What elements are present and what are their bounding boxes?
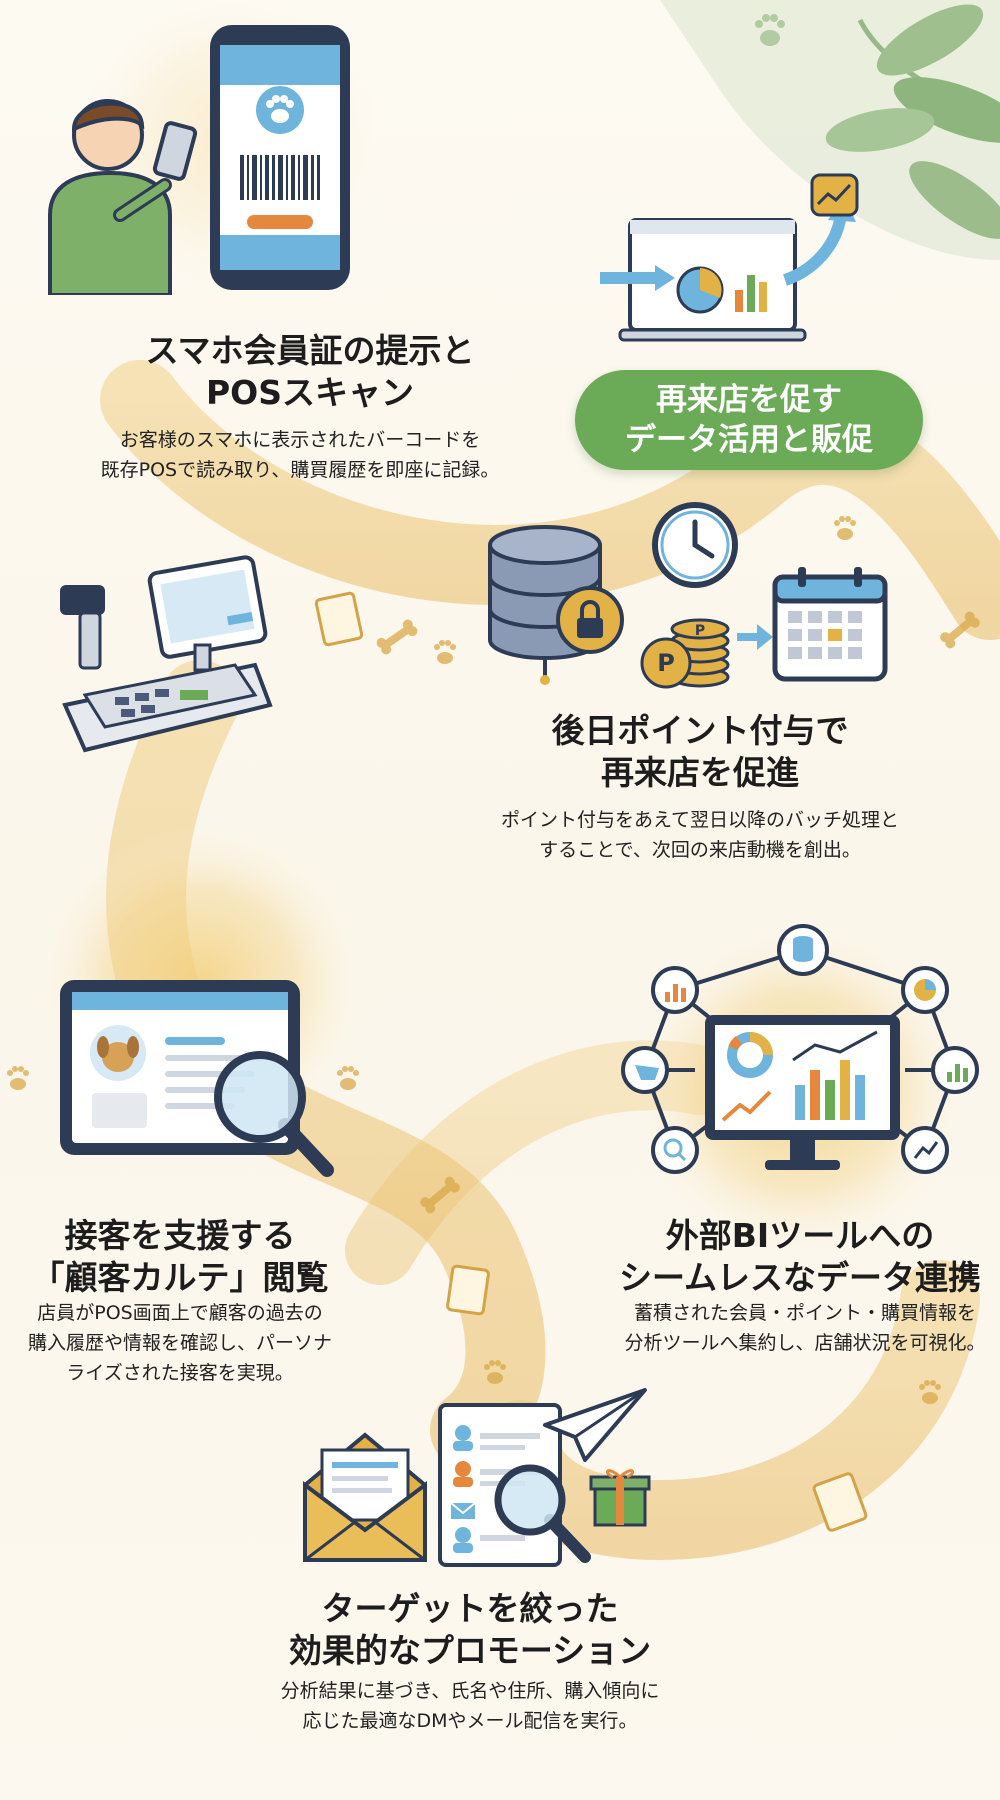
svg-text:P: P — [695, 623, 705, 639]
bone-icon — [376, 619, 418, 655]
clock-icon — [652, 502, 738, 588]
document-icon — [812, 1472, 868, 1532]
analytics-laptop-icon — [600, 173, 859, 342]
pos-register-icon — [60, 555, 273, 753]
step-title-targeted-promotion: ターゲットを絞った 効果的なプロモーション — [288, 1589, 652, 1670]
paw-icon — [919, 1380, 941, 1404]
person-icon — [48, 99, 198, 295]
tablet-customer-icon — [60, 980, 334, 1177]
step-desc-bi-integration: 蓄積された会員・ポイント・購買情報を 分析ツールへ集約し、店舗状況を可視化。 — [624, 1302, 986, 1354]
paper-plane-icon — [543, 1388, 647, 1462]
step-title-bi-integration: 外部BIツールへの シームレスなデータ連携 — [618, 1216, 981, 1297]
point-coin-icon: P P — [640, 618, 730, 689]
paw-icon — [434, 640, 456, 664]
monitor-dashboard-icon — [621, 924, 979, 1174]
paw-icon — [7, 1066, 29, 1090]
database-lock-icon — [488, 525, 624, 685]
step-title-customer-chart: 接客を支援する 「顧客カルテ」閲覧 — [31, 1216, 329, 1297]
leaf-icon — [660, 0, 1000, 260]
svg-text:P: P — [657, 649, 675, 677]
gift-icon — [589, 1469, 651, 1527]
document-icon — [314, 591, 364, 647]
magnifier-icon — [494, 1464, 591, 1563]
document-icon — [446, 1264, 490, 1316]
step-desc-targeted-promotion: 分析結果に基づき、氏名や住所、購入傾向に 応じた最適なDMやメール配信を実行。 — [280, 1680, 660, 1732]
envelope-icon — [303, 1432, 427, 1562]
smartphone-barcode-icon — [210, 25, 350, 290]
bone-icon — [940, 611, 980, 649]
step-desc-deferred-points: ポイント付与をあえて翌日以降のバッチ処理と することで、次回の来店動機を創出。 — [500, 809, 900, 861]
bone-icon — [420, 1176, 460, 1214]
step-title-pos-scan: スマホ会員証の提示と POSスキャン — [145, 331, 475, 412]
banner-line: 再来店を促す — [656, 382, 842, 418]
magnifier-icon — [214, 1051, 334, 1177]
banner-line: データ活用と販促 — [625, 422, 873, 458]
step-title-deferred-points: 後日ポイント付与で 再来店を促進 — [551, 711, 849, 792]
paw-icon — [337, 1066, 359, 1090]
calendar-icon — [772, 567, 888, 682]
paw-icon — [484, 1360, 506, 1384]
step-desc-pos-scan: お客様のスマホに表示されたバーコードを 既存POSで読み取り、購買履歴を即座に記… — [100, 429, 500, 481]
banner-pill: 再来店を促す データ活用と販促 — [575, 370, 923, 470]
paw-icon — [834, 516, 856, 540]
arrow-right-icon — [737, 624, 773, 650]
paw-icon — [755, 14, 785, 46]
document-list-icon — [438, 1388, 651, 1567]
step-desc-customer-chart: 店員がPOS画面上で顧客の過去の 購入履歴や情報を確認し、パーソナ ライズされた… — [27, 1302, 332, 1384]
